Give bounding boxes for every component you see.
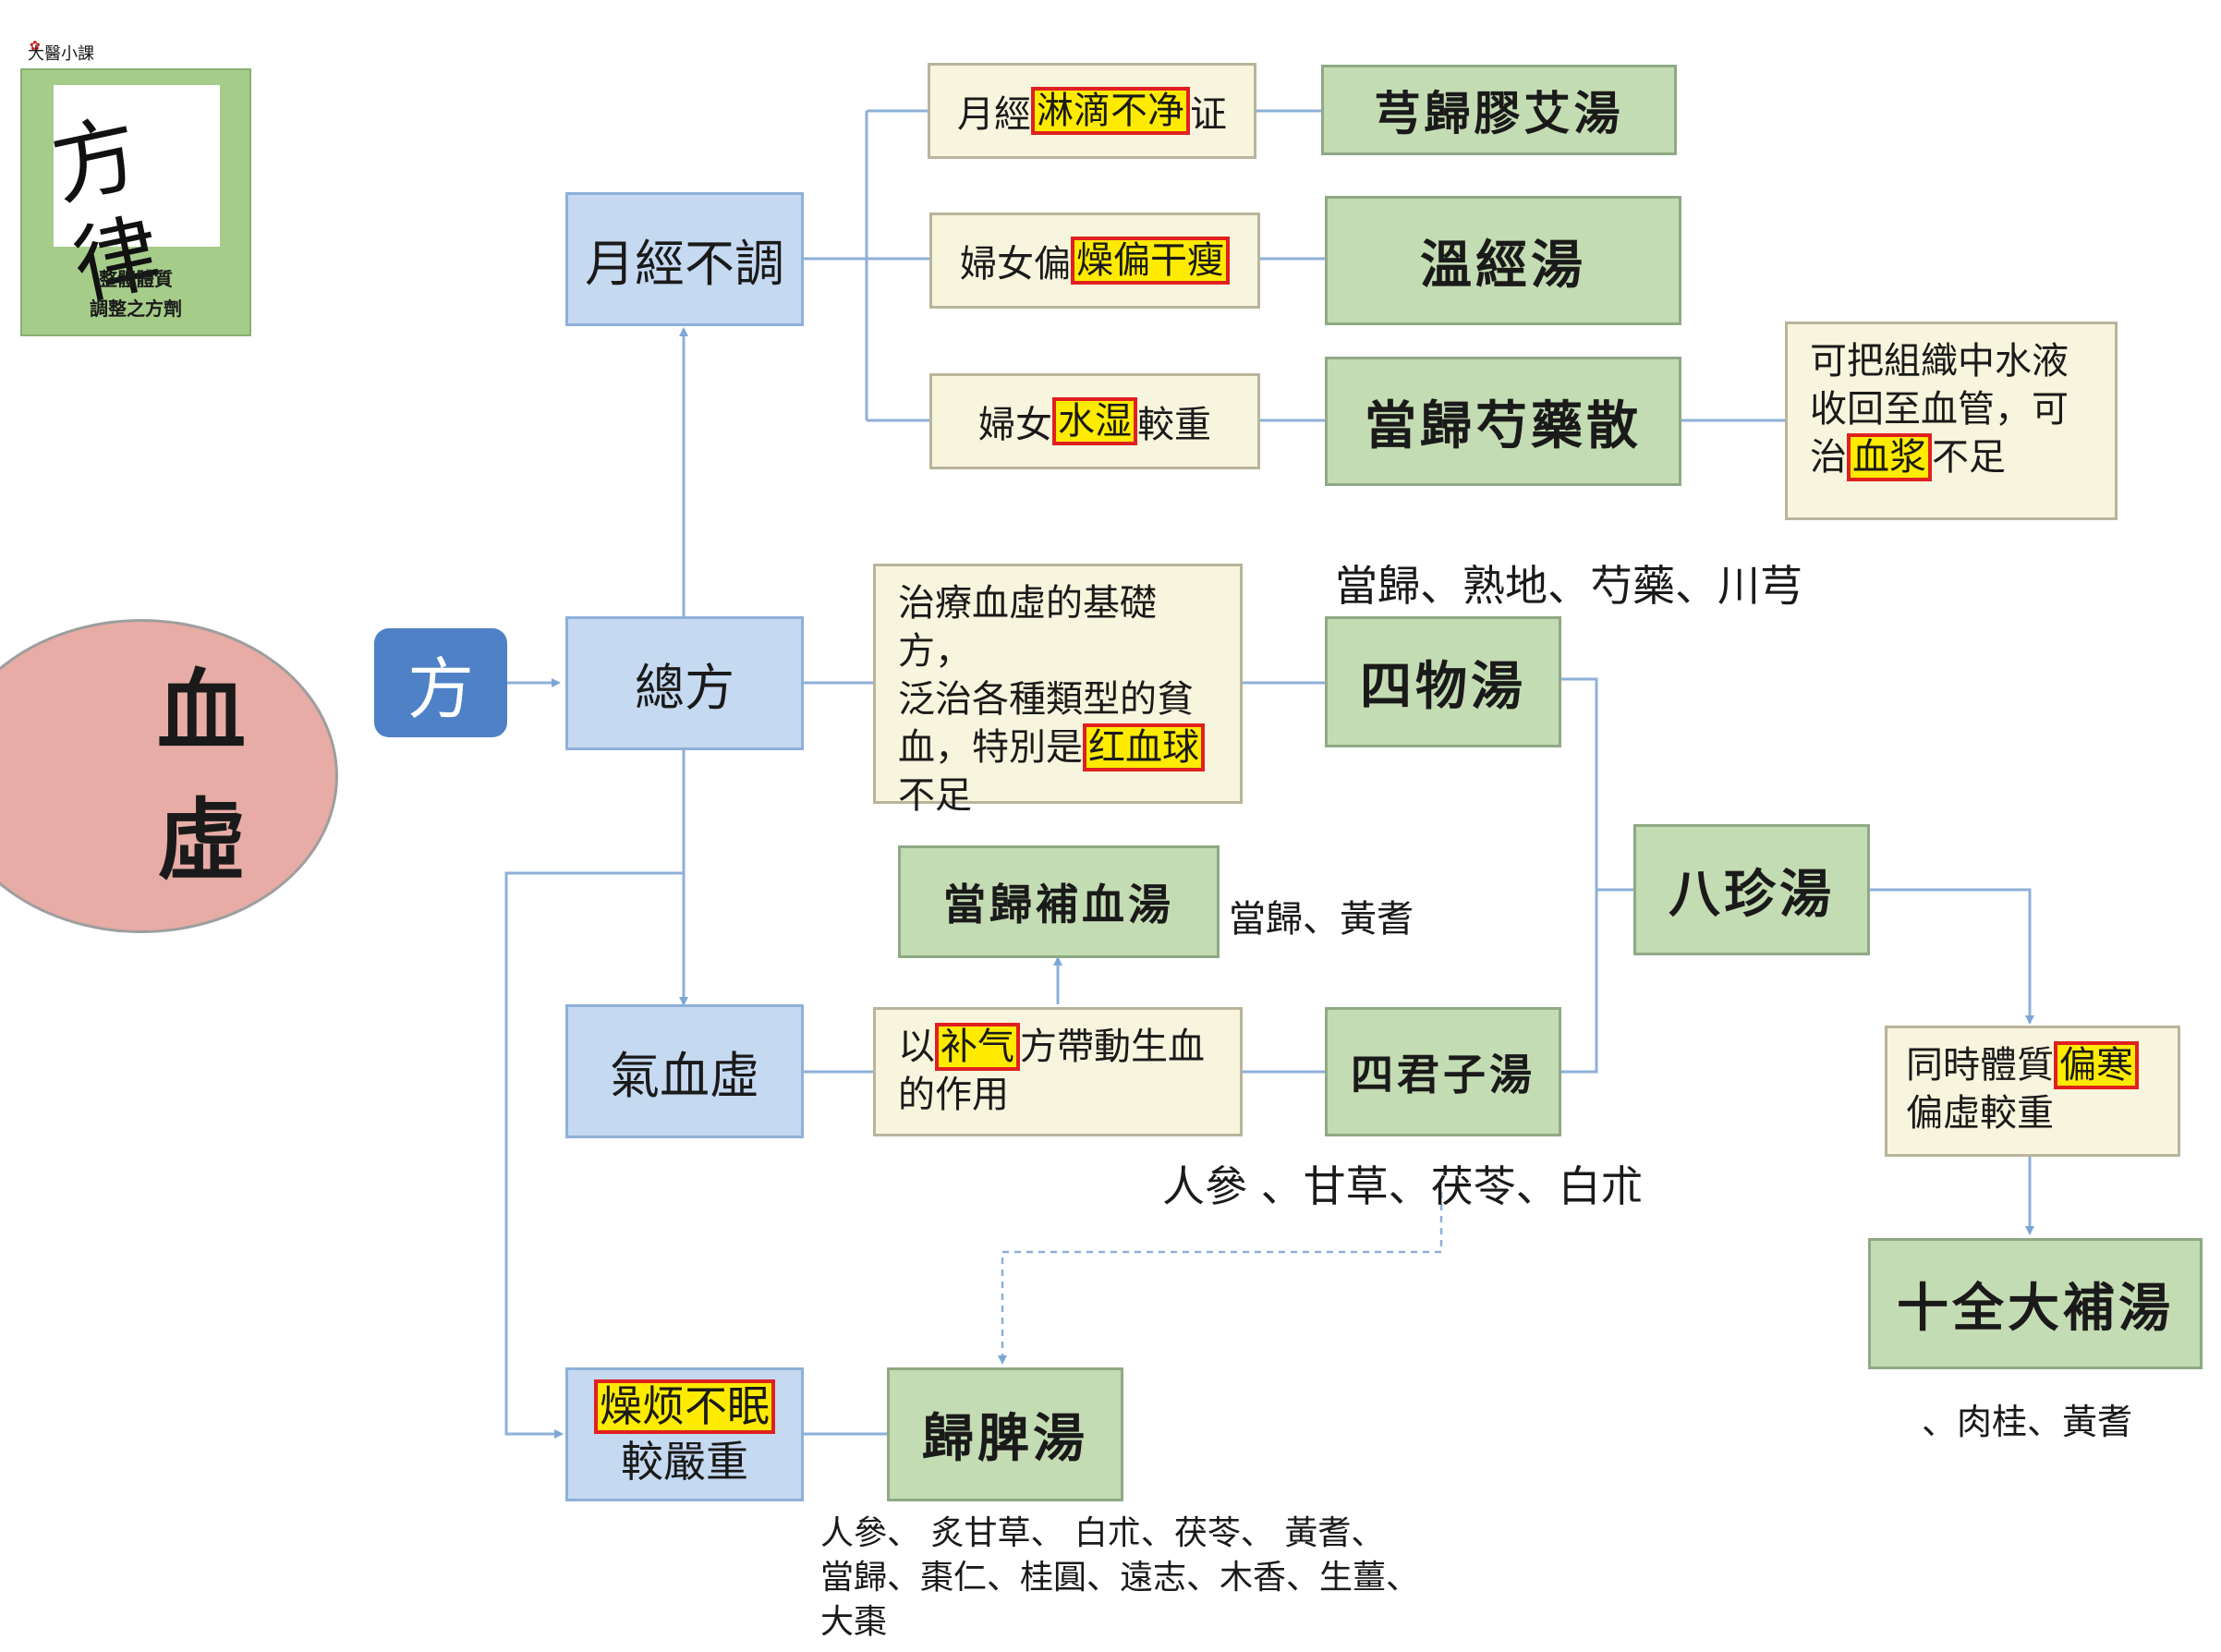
ingredients-siwu: 當歸、熟地、芍藥、川芎 [1335, 561, 1802, 611]
note-siwu: 治療血虛的基礎方， 泛治各種類型的貧 血，特別是红血球 不足 [873, 564, 1243, 817]
ingredients-guipi-line1: 人參、 炙甘草、 白朮、茯苓、 黃耆、 [820, 1514, 1385, 1552]
highlight-buqi: 补气 [935, 1023, 1020, 1071]
note-danggui-shaoyao: 可把組織中水液 收回至血管，可 治血浆不足 [1785, 322, 2118, 520]
highlight-c3: 水湿 [1052, 397, 1137, 445]
condition-c3: 婦女水湿較重 [929, 373, 1260, 469]
highlight-insomnia: 燥烦不眠 [594, 1379, 775, 1434]
note-siwu-line4: 不足 [898, 774, 972, 817]
note-bazhen: 同時體質偏寒 偏虛較重 [1885, 1026, 2180, 1157]
formula-bazhen: 八珍湯 [1633, 824, 1870, 955]
title-line2: 虛 [157, 788, 246, 893]
category-insomnia-rest: 較嚴重 [621, 1436, 748, 1487]
ingredients-sijunzi: 人參 、甘草、茯苓、白朮 [1162, 1161, 1644, 1211]
note-siwu-pre: 血，特別是 [898, 726, 1083, 769]
logo-subtitle-line1: 整體體質 [99, 268, 173, 290]
dashed-arrow-sijunzi-to-guipi [998, 1192, 1443, 1365]
category-general: 總方 [565, 616, 804, 750]
highlight-c1: 淋滴不净 [1031, 87, 1190, 135]
condition-c1-post: 证 [1190, 93, 1227, 136]
ingredients-shiquan: 、肉桂、黃耆 [1922, 1402, 2133, 1442]
formula-danggui-buxue: 當歸補血湯 [898, 845, 1220, 958]
note-bazhen-line2: 偏虛較重 [1906, 1092, 2054, 1135]
menstrual-branch [804, 109, 929, 422]
note-danggui-line3: 治血浆不足 [1810, 433, 2006, 481]
note-danggui-line1: 可把組織中水液 [1810, 340, 2069, 383]
condition-c2: 婦女偏燥偏干瘦 [929, 213, 1260, 309]
note-danggui-post: 不足 [1932, 436, 2006, 479]
title-circle: 血 虛 [0, 619, 338, 933]
logo-dot-icon: ✿ [30, 39, 41, 54]
category-insomnia: 燥烦不眠 較嚴重 [565, 1367, 804, 1501]
logo-subtitle: 整體體質 調整之方劑 [22, 264, 249, 323]
highlight-c2: 燥偏干瘦 [1071, 237, 1230, 285]
formula-guipi: 歸脾湯 [887, 1367, 1123, 1501]
highlight-cold: 偏寒 [2054, 1041, 2139, 1089]
arrow-bazhen-to-note [1870, 888, 2034, 1025]
category-qi-blood: 氣血虛 [565, 1004, 804, 1138]
note-buqi-post: 方帶動生血 [1020, 1026, 1205, 1068]
formula-wenjing: 溫經湯 [1325, 196, 1681, 325]
condition-c1: 月經淋滴不净证 [928, 63, 1256, 159]
ingredients-buxue: 當歸、黃耆 [1229, 898, 1414, 941]
formula-sijunzi: 四君子湯 [1325, 1007, 1561, 1136]
logo-inner-panel: 方律 [43, 85, 220, 317]
condition-c3-pre: 婦女 [978, 404, 1052, 446]
highlight-rbc: 红血球 [1083, 723, 1205, 771]
condition-c3-post: 較重 [1137, 404, 1211, 446]
ingredients-guipi-line2: 當歸、棗仁、桂圓、遠志、木香、生薑、 [820, 1559, 1420, 1597]
note-siwu-line3: 血，特別是红血球 [898, 723, 1205, 771]
ingredients-guipi: 人參、 炙甘草、 白朮、茯苓、 黃耆、 當歸、棗仁、桂圓、遠志、木香、生薑、 大… [820, 1512, 1419, 1645]
note-bazhen-pre: 同時體質 [1906, 1044, 2054, 1087]
note-bazhen-line1: 同時體質偏寒 [1906, 1041, 2139, 1089]
note-danggui-pre: 治 [1810, 436, 1847, 479]
fang-label: 方 [374, 628, 507, 737]
logo-subtitle-line2: 調整之方劑 [90, 298, 182, 320]
formula-shiquan-dabu: 十全大補湯 [1868, 1238, 2203, 1369]
note-buqi-pre: 以 [898, 1026, 935, 1068]
title-line1: 血 [157, 659, 246, 763]
note-buqi-line2: 的作用 [898, 1074, 1009, 1116]
formula-siwu: 四物湯 [1325, 616, 1561, 747]
bazhen-bracket [1561, 677, 1633, 1074]
note-buqi: 以补气方帶動生血 的作用 [873, 1007, 1243, 1136]
condition-c1-pre: 月經 [957, 93, 1031, 136]
note-siwu-line2: 泛治各種類型的貧 [898, 678, 1194, 721]
note-buqi-line1: 以补气方帶動生血 [898, 1023, 1205, 1071]
highlight-plasma: 血浆 [1847, 433, 1932, 481]
formula-danggui-shaoyao: 當歸芍藥散 [1325, 357, 1681, 486]
ingredients-guipi-line3: 大棗 [820, 1603, 888, 1641]
note-siwu-line1: 治療血虛的基礎方， [898, 582, 1157, 673]
note-danggui-line2: 收回至血管，可 [1810, 388, 2069, 431]
category-menstrual: 月經不調 [565, 192, 804, 326]
condition-c2-pre: 婦女偏 [960, 243, 1071, 285]
formula-xiongui-jiaoai: 芎歸膠艾湯 [1321, 65, 1677, 155]
logo-brand: 大醫小課 [28, 44, 94, 64]
logo: 方律 整體體質 調整之方劑 [20, 68, 251, 336]
